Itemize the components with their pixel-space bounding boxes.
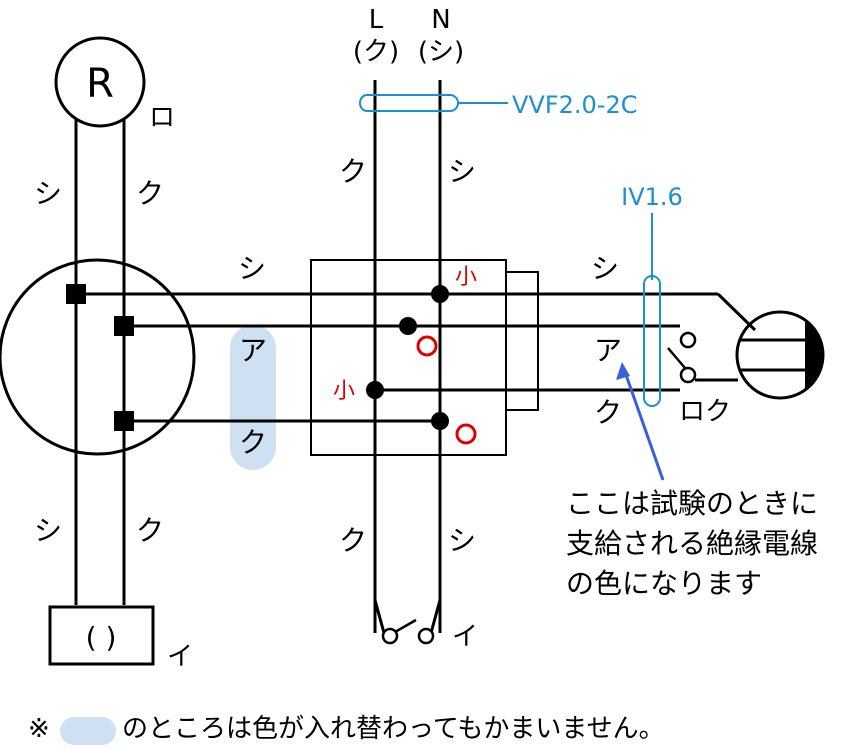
iv-label: IV1.6 <box>621 183 683 211</box>
footnote-mark: ※ <box>28 714 50 744</box>
label-n-color: (シ) <box>418 37 464 67</box>
junction-dot <box>366 381 384 399</box>
lamp-r-label: R <box>86 61 114 107</box>
color-mid-k: ク <box>239 426 267 459</box>
switch-box <box>310 259 507 456</box>
footnote-text: のところは色が入れ替わってもかまいません。 <box>122 714 665 744</box>
annotation-line-1: ここは試験のときに <box>566 487 818 520</box>
lamp-r-symbol <box>54 36 146 128</box>
switch-bottom-r <box>429 599 442 634</box>
annotation-line-3: の色になります <box>566 567 762 600</box>
color-supply-right: シ <box>448 155 476 188</box>
switch-right-lever <box>667 347 686 369</box>
color-supply-left: ク <box>339 155 367 188</box>
annotation-arrow <box>623 371 665 481</box>
color-switch-right: シ <box>448 524 476 557</box>
joint-box-left <box>0 258 196 456</box>
switch-contact <box>679 366 697 384</box>
switch-bottom-l <box>373 599 386 634</box>
annotation-line-2: 支給される絶縁電線 <box>566 527 818 560</box>
color-switch-left: ク <box>339 524 367 557</box>
color-lamp-right: ク <box>136 177 164 210</box>
switch-right-tag: ロク <box>679 397 731 427</box>
vvf-cable-mark <box>359 94 459 112</box>
switch-contact <box>381 627 399 645</box>
switch-bottom-tag: イ <box>452 622 478 652</box>
switch-contact <box>417 627 435 645</box>
color-swap-highlight <box>230 325 276 470</box>
color-mid-top: シ <box>238 252 266 285</box>
switch-contact <box>679 331 697 349</box>
color-outlet-left: シ <box>34 514 62 547</box>
connector-small-top: 小 <box>455 265 477 290</box>
connector-small-mid: 小 <box>333 379 355 404</box>
junction-dot <box>431 285 449 303</box>
switch-lever <box>394 618 417 634</box>
vvf-label: VVF2.0-2C <box>512 91 638 119</box>
label-n: N <box>431 5 450 35</box>
label-l: L <box>369 5 384 35</box>
junction-dot <box>431 412 449 430</box>
color-right-k: ク <box>594 396 622 429</box>
color-right-a: ア <box>594 334 622 367</box>
color-right-top: シ <box>591 252 619 285</box>
switch-box-side <box>506 271 539 411</box>
footnote-highlight-swatch <box>60 717 116 745</box>
outlet-tag: イ <box>167 642 193 672</box>
label-l-color: (ク) <box>353 37 399 67</box>
outlet-label: ( ) <box>86 621 117 654</box>
iv-cable-mark <box>643 275 661 407</box>
junction-dot <box>399 317 417 335</box>
lamp-r-tag: ロ <box>149 103 175 133</box>
color-mid-a: ア <box>239 334 267 367</box>
pendant-lamp-fill <box>805 320 824 390</box>
color-outlet-right: ク <box>136 514 164 547</box>
connector-ring-mark <box>416 335 438 357</box>
outlet-box <box>48 605 155 666</box>
annotation-arrowhead <box>616 362 630 380</box>
color-lamp-left: シ <box>34 177 62 210</box>
connector-ring-mark <box>455 423 477 445</box>
